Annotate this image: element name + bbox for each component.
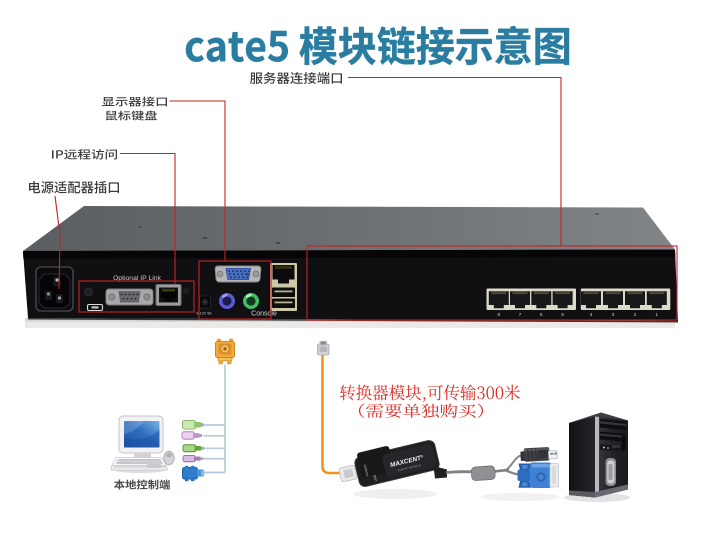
svg-text:KVM PC MODULE: KVM PC MODULE <box>397 463 421 472</box>
svg-text:POWER: POWER <box>363 463 370 476</box>
svg-text:1: 1 <box>656 312 659 317</box>
svg-text:5: 5 <box>561 312 564 317</box>
svg-text:Console: Console <box>251 311 277 318</box>
svg-text:Optional IP Link: Optional IP Link <box>113 275 161 282</box>
svg-text:LINE: LINE <box>372 474 378 482</box>
svg-text:6: 6 <box>540 312 543 317</box>
svg-text:8: 8 <box>498 312 501 317</box>
svg-text:4: 4 <box>590 312 593 317</box>
svg-text:7: 7 <box>519 312 522 317</box>
svg-text:2: 2 <box>634 312 637 317</box>
svg-text:3: 3 <box>612 312 615 317</box>
svg-text:in 12V 5A: in 12V 5A <box>196 312 212 316</box>
